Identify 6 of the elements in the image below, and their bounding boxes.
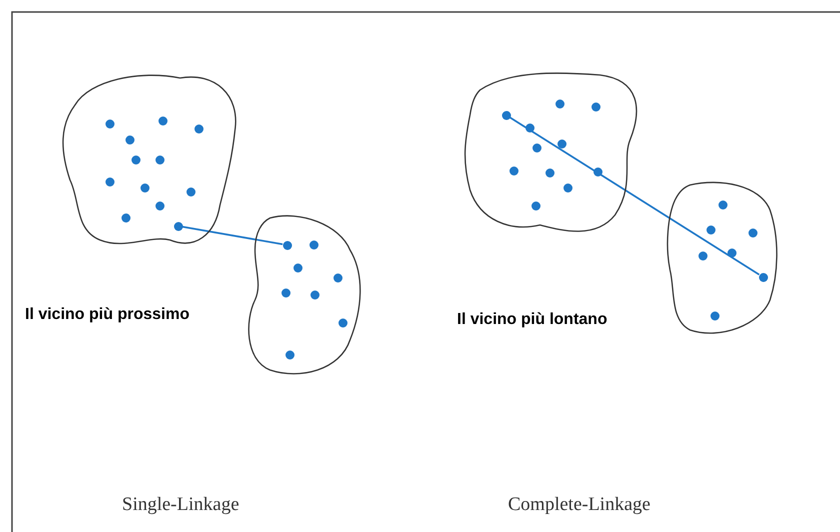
annotation-text: Il vicino più prossimo [25, 306, 190, 324]
caption-text: Complete-Linkage [508, 494, 650, 516]
connecting-line [182, 226, 283, 246]
connecting-line [509, 116, 760, 276]
caption-text: Single-Linkage [122, 494, 240, 516]
annotation-text: Il vicino più lontano [457, 311, 608, 329]
